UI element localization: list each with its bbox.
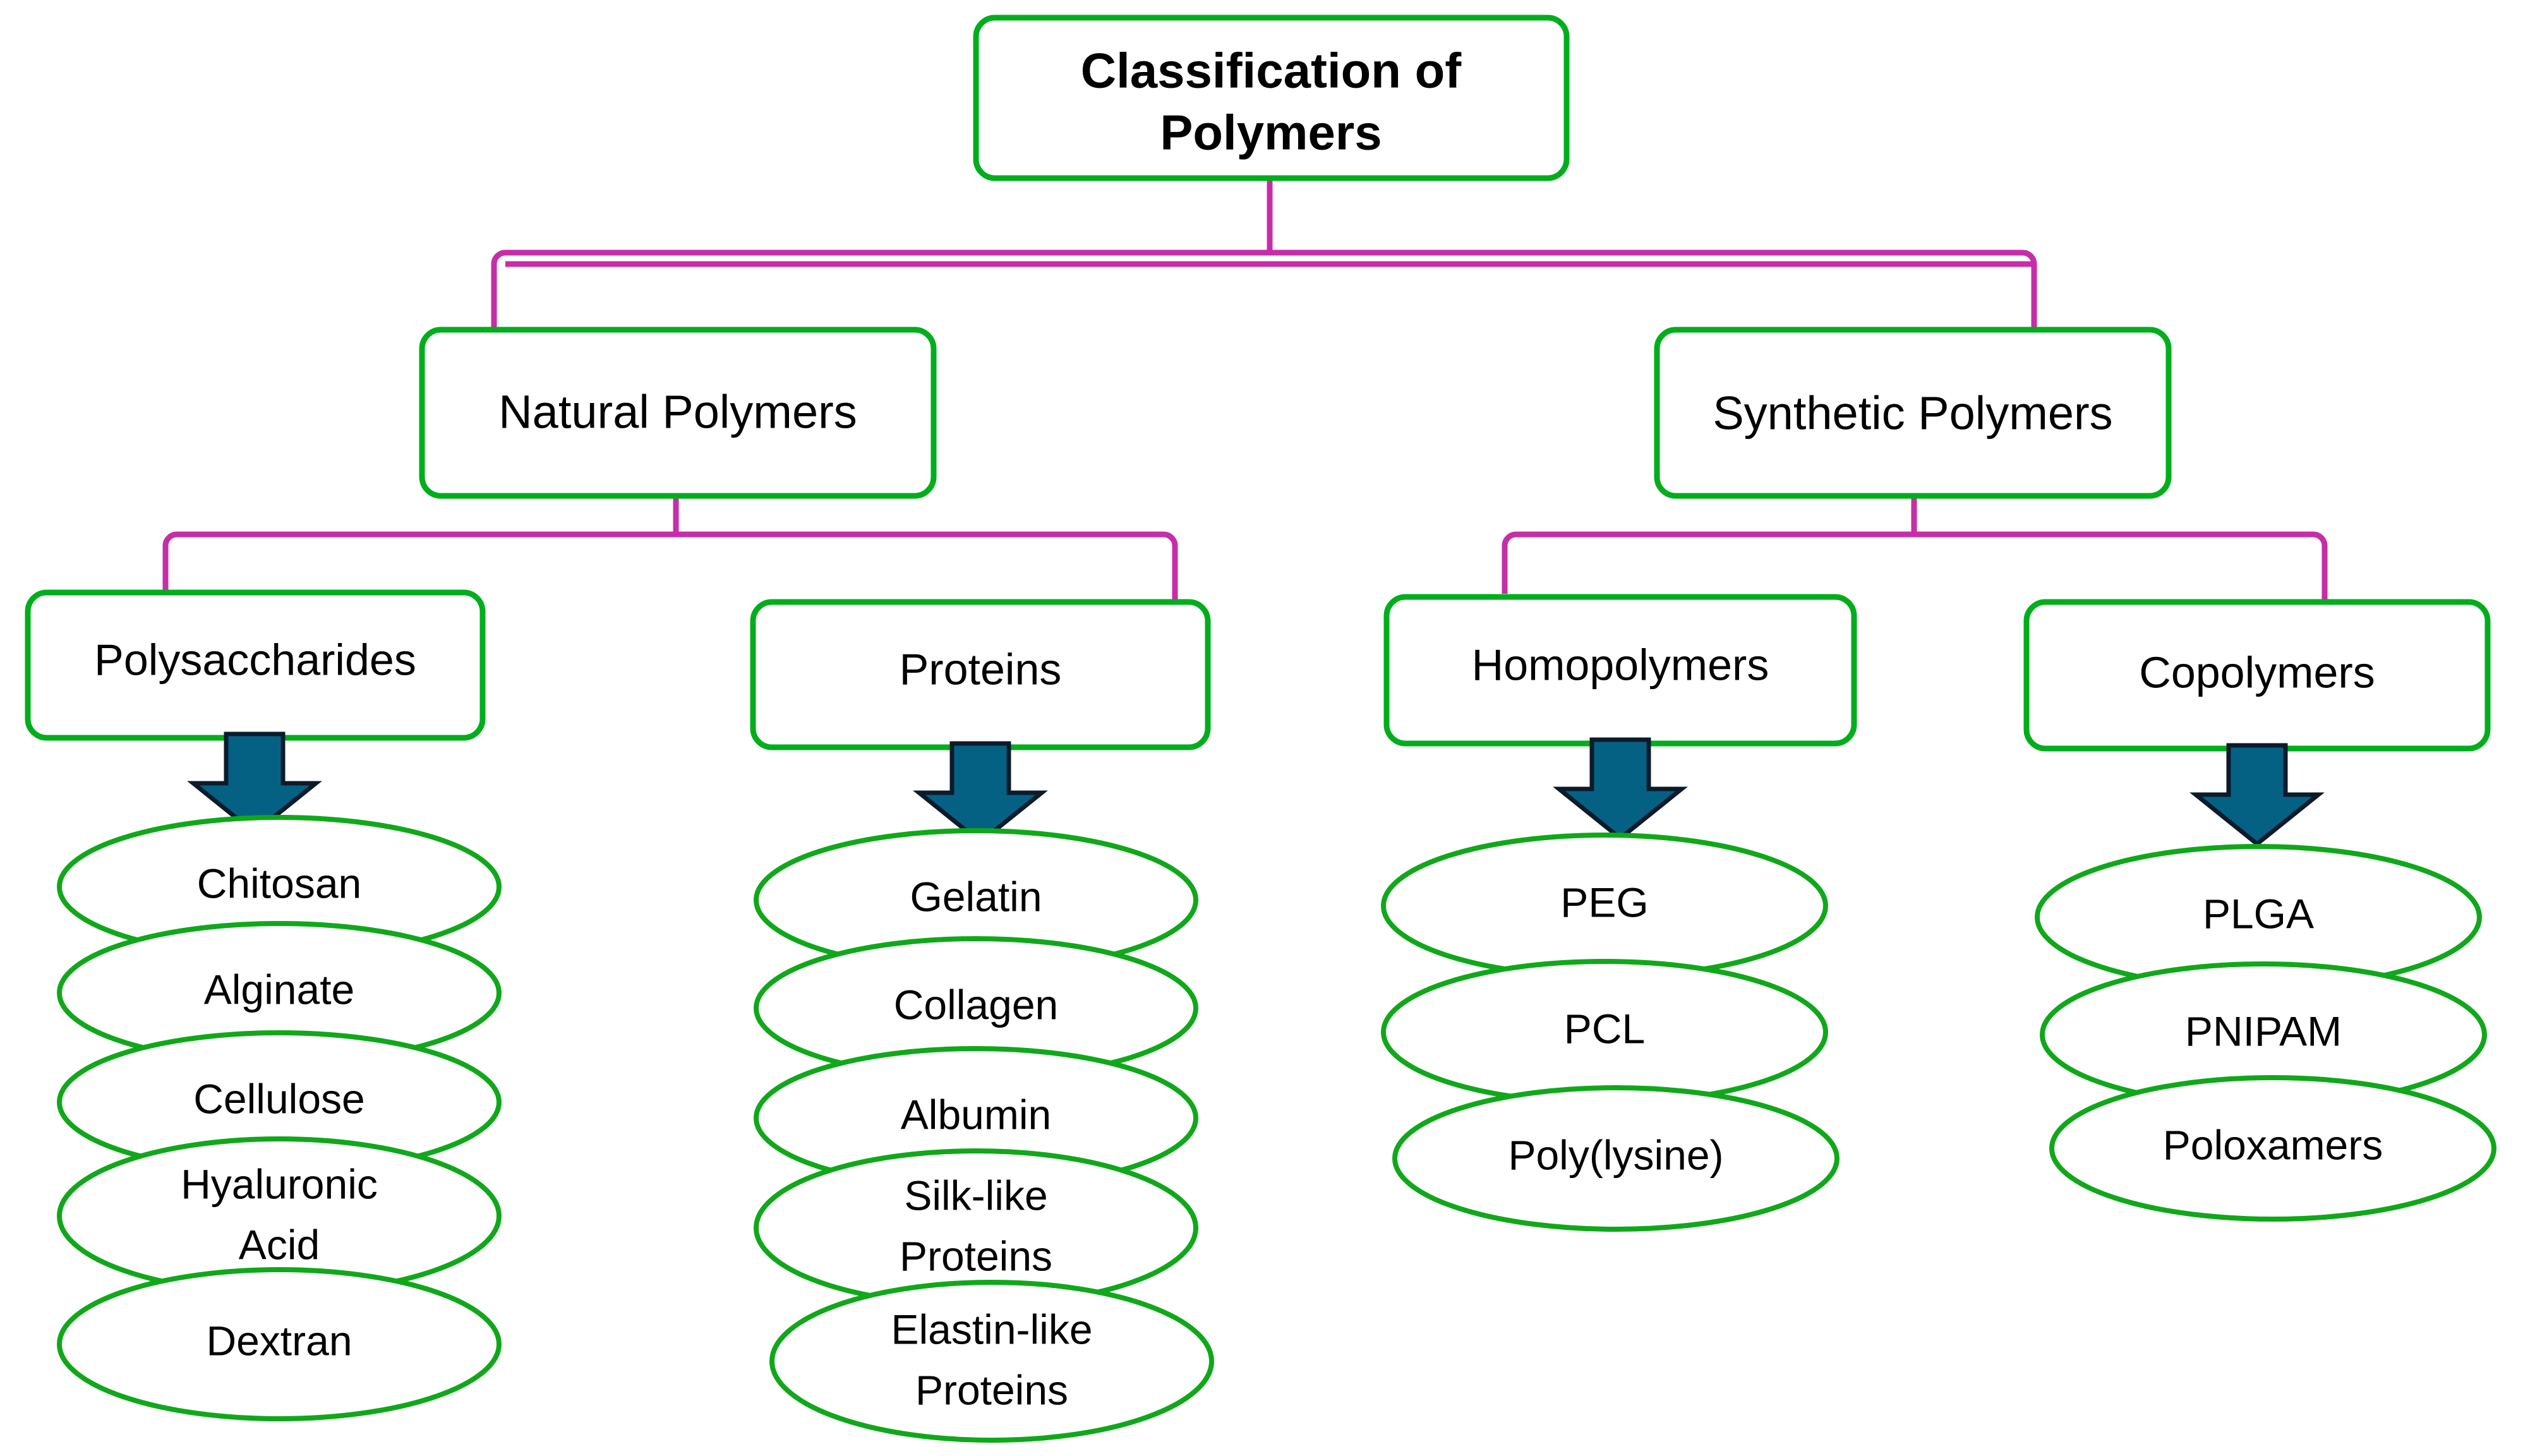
- leaf-pcl[interactable]: PCL: [1381, 959, 1828, 1105]
- plga-label: PLGA: [2203, 890, 2314, 937]
- node-synthetic-polymers[interactable]: Synthetic Polymers: [1654, 327, 2172, 499]
- proteins-label: Proteins: [900, 644, 1062, 694]
- node-polysaccharides[interactable]: Polysaccharides: [25, 589, 486, 741]
- cellulose-label: Cellulose: [193, 1075, 364, 1122]
- node-proteins[interactable]: Proteins: [750, 599, 1211, 750]
- leaf-peg[interactable]: PEG: [1381, 833, 1828, 979]
- homopolymers-label: Homopolymers: [1472, 640, 1769, 689]
- connector-group: [162, 178, 2328, 610]
- dextran-label: Dextran: [206, 1317, 352, 1364]
- leaf-hyaluronic-acid[interactable]: Hyaluronic Acid: [57, 1136, 502, 1296]
- leaf-poly-lysine[interactable]: Poly(lysine): [1392, 1085, 1840, 1232]
- node-copolymers[interactable]: Copolymers: [2023, 599, 2491, 752]
- connector-root-to-level2: [491, 178, 2037, 332]
- polysaccharides-label: Polysaccharides: [94, 635, 416, 684]
- elastin-like-proteins-label-line2: Proteins: [915, 1366, 1068, 1413]
- albumin-label: Albumin: [901, 1091, 1051, 1138]
- arrow-homopolymers-down-icon: [1553, 737, 1688, 841]
- root-node-box[interactable]: [973, 15, 1570, 181]
- connector-natural-to-level3: [162, 496, 1178, 610]
- elastin-like-proteins-label-line1: Elastin-like: [891, 1306, 1092, 1352]
- pcl-label: PCL: [1564, 1005, 1645, 1052]
- arrow-copolymers-down-icon: [2189, 743, 2325, 847]
- natural-polymers-box[interactable]: [419, 327, 937, 499]
- synthetic-polymers-box[interactable]: [1654, 327, 2172, 499]
- leaf-dextran[interactable]: Dextran: [57, 1267, 502, 1421]
- gelatin-label: Gelatin: [910, 873, 1042, 920]
- arrow-group: [187, 731, 2325, 847]
- connector-synthetic-to-level3: [1502, 496, 2328, 610]
- dextran-ellipse[interactable]: [57, 1267, 502, 1421]
- arrow-polysaccharides-down-icon: [187, 731, 322, 836]
- poly-lysine-ellipse[interactable]: [1392, 1085, 1840, 1232]
- elastin-like-proteins-ellipse[interactable]: [769, 1280, 1214, 1443]
- hyaluronic-acid-label-line2: Acid: [239, 1221, 320, 1268]
- node-classification-of-polymers[interactable]: Classification of Polymers: [973, 15, 1570, 181]
- leaf-column-homopolymers: PEG PCL Poly(lysine): [1381, 833, 1840, 1232]
- collagen-label: Collagen: [894, 981, 1059, 1028]
- silk-like-proteins-label-line1: Silk-like: [904, 1172, 1047, 1218]
- chitosan-label: Chitosan: [197, 860, 362, 906]
- alginate-label: Alginate: [204, 966, 355, 1013]
- leaf-pnipam[interactable]: PNIPAM: [2040, 961, 2487, 1108]
- root-node-label-line2: Polymers: [1160, 105, 1382, 160]
- peg-label: PEG: [1560, 879, 1648, 925]
- root-node-label-line1: Classification of: [1081, 43, 1462, 99]
- pnipam-label: PNIPAM: [2185, 1008, 2342, 1054]
- leaf-cellulose[interactable]: Cellulose: [57, 1030, 502, 1174]
- leaf-column-copolymers: PLGA PNIPAM Poloxamers: [2035, 844, 2496, 1222]
- poloxamers-label: Poloxamers: [2163, 1121, 2383, 1168]
- hyaluronic-acid-label-line1: Hyaluronic: [181, 1160, 378, 1207]
- leaf-elastin-like-proteins[interactable]: Elastin-like Proteins: [769, 1280, 1214, 1443]
- arrow-proteins-down-icon: [913, 741, 1048, 845]
- synthetic-polymers-label: Synthetic Polymers: [1713, 387, 2112, 440]
- leaf-silk-like-proteins[interactable]: Silk-like Proteins: [754, 1148, 1198, 1308]
- leaf-column-polysaccharides: Chitosan Alginate Cellulose Hyaluronic A…: [57, 815, 502, 1421]
- poly-lysine-label: Poly(lysine): [1508, 1131, 1723, 1178]
- leaf-alginate[interactable]: Alginate: [57, 921, 502, 1065]
- natural-polymers-label: Natural Polymers: [498, 386, 857, 438]
- poloxamers-ellipse[interactable]: [2049, 1075, 2496, 1222]
- node-homopolymers[interactable]: Homopolymers: [1383, 594, 1857, 747]
- node-natural-polymers[interactable]: Natural Polymers: [419, 327, 937, 499]
- silk-like-proteins-label-line2: Proteins: [900, 1232, 1052, 1279]
- copolymers-label: Copolymers: [2139, 647, 2375, 697]
- leaf-poloxamers[interactable]: Poloxamers: [2049, 1075, 2496, 1222]
- leaf-column-proteins: Gelatin Collagen Albumin Silk-like Prote…: [754, 828, 1214, 1443]
